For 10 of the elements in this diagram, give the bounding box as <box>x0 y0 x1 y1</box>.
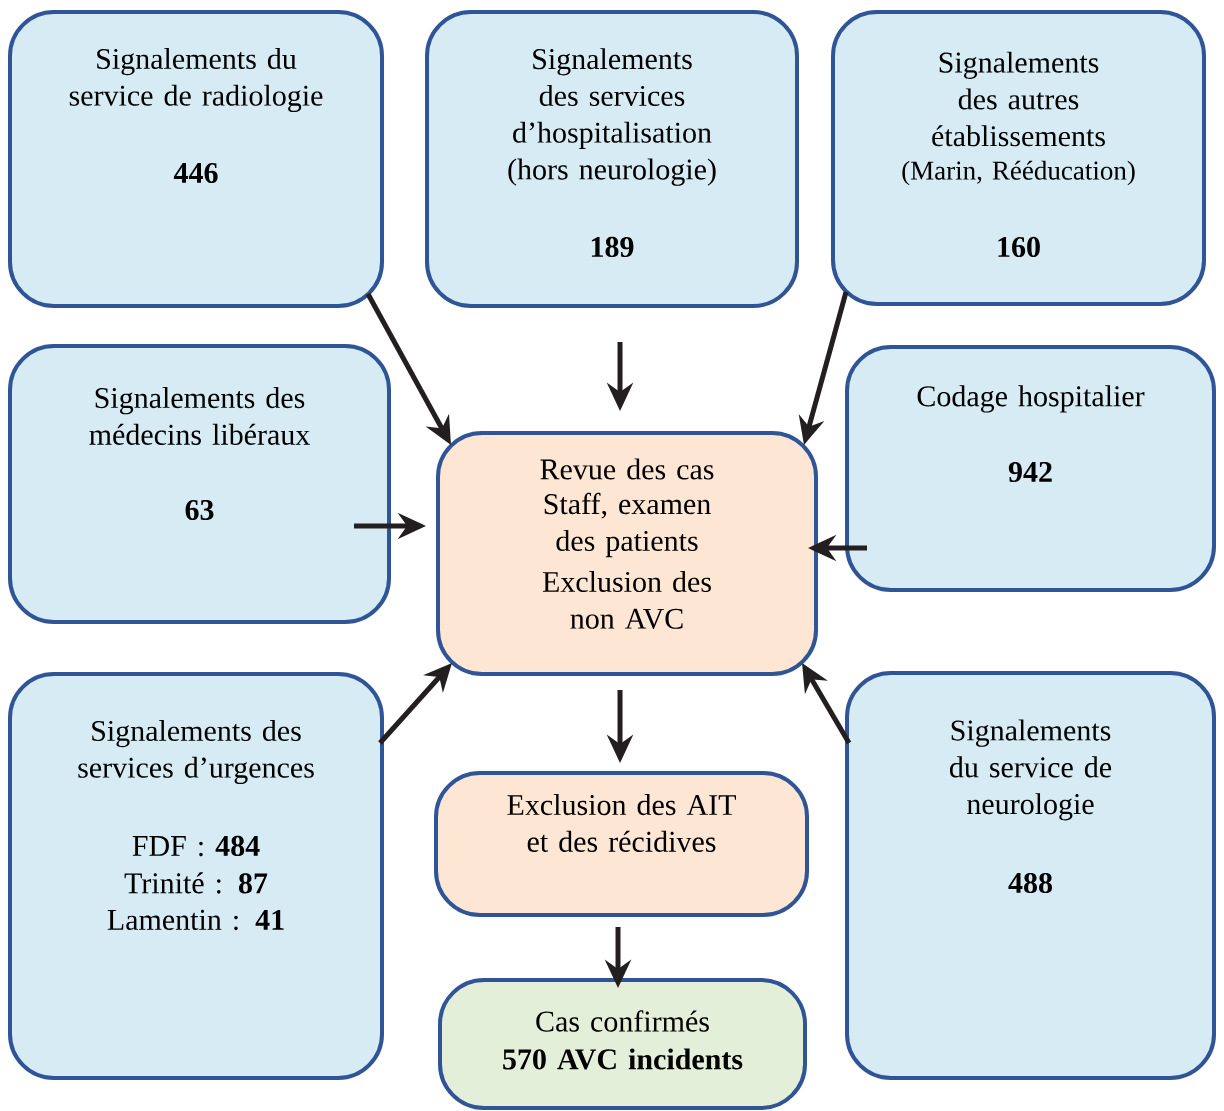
source-box: Signalements du service de neurologie 488 <box>845 671 1216 1080</box>
result-box: Cas confirmés 570 AVC incidents <box>438 978 807 1110</box>
source-box: Codage hospitalier 942 <box>845 345 1216 592</box>
source-box: Signalements des services d’hospitalisation (hors neurologie) 189 <box>425 10 799 308</box>
source-box: Signalements des médecins libéraux 63 <box>8 344 391 624</box>
source-box: Signalements des autres établissements (Marin, Rééducation) 160 <box>831 10 1206 306</box>
process-box: Revue des cas Staff, examen des patients Exclusion des non AVC <box>436 431 818 676</box>
source-box: Signalements du service de radiologie 446 <box>8 10 384 308</box>
process-box: Exclusion des AIT et des récidives <box>434 771 809 917</box>
source-box: Signalements des services d’urgences FDF : 484 Trinité : 87 Lamentin : 41 <box>8 672 384 1080</box>
